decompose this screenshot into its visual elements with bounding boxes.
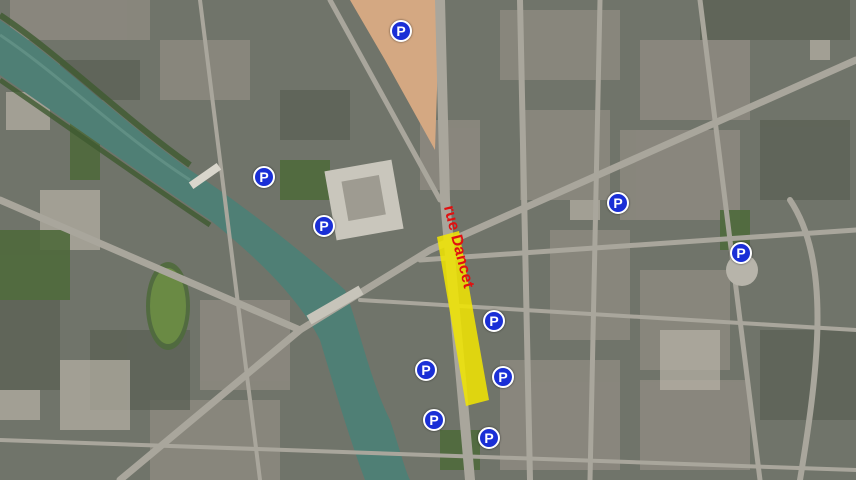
parking-icon[interactable]: P: [253, 166, 275, 188]
parking-icon[interactable]: P: [313, 215, 335, 237]
parking-icon[interactable]: P: [415, 359, 437, 381]
parking-icon[interactable]: P: [478, 427, 500, 449]
parking-icon[interactable]: P: [483, 310, 505, 332]
parking-icon[interactable]: P: [730, 242, 752, 264]
rue-dancet-highlight: [437, 231, 489, 406]
parking-icon[interactable]: P: [607, 192, 629, 214]
parking-icon[interactable]: P: [390, 20, 412, 42]
parking-icon[interactable]: P: [492, 366, 514, 388]
parking-icon[interactable]: P: [423, 409, 445, 431]
